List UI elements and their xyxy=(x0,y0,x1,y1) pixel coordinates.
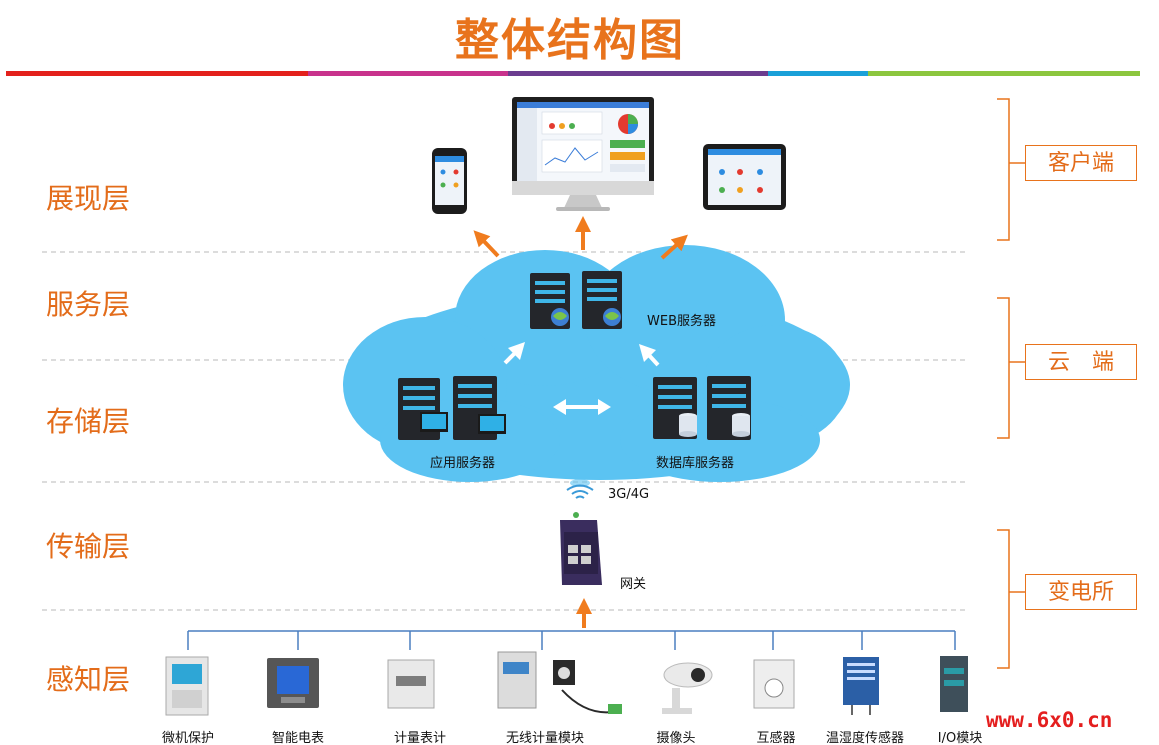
device-bus xyxy=(187,630,956,650)
layer-label-storage: 存储层 xyxy=(46,405,131,438)
device-label: 无线计量模块 xyxy=(505,731,585,745)
group-brackets xyxy=(997,98,1025,669)
device-relay-protection xyxy=(165,656,209,716)
cloud-to-client-arrows xyxy=(473,216,688,260)
group-box-cloud: 云 端 xyxy=(1025,344,1137,380)
web-server-label: WEB服务器 xyxy=(647,314,716,329)
db-server-label: 数据库服务器 xyxy=(656,456,735,471)
device-label: 摄像头 xyxy=(656,731,696,745)
device-label: 温湿度传感器 xyxy=(825,731,905,745)
layer-label-service: 服务层 xyxy=(46,288,131,321)
layer-label-transport: 传输层 xyxy=(46,530,131,563)
layer-label-presentation: 展现层 xyxy=(46,182,131,215)
device-label: 互感器 xyxy=(756,731,796,745)
group-box-client: 客户端 xyxy=(1025,145,1137,181)
device-camera xyxy=(662,662,713,714)
device-label: 智能电表 xyxy=(271,731,325,745)
gateway-label: 网关 xyxy=(620,577,647,592)
device-temp-humidity-sensor xyxy=(843,657,879,715)
device-label: 计量表计 xyxy=(393,731,447,745)
cloud-internal-arrows xyxy=(503,342,660,415)
device-smart-meter xyxy=(267,658,319,708)
header-color-bar xyxy=(6,71,1140,76)
device-label: I/O模块 xyxy=(937,731,983,745)
wifi-icon xyxy=(566,479,594,499)
device-metering-meter xyxy=(387,659,435,709)
app-server-icon xyxy=(398,376,506,440)
network-label: 3G/4G xyxy=(608,487,650,502)
layer-label-perception: 感知层 xyxy=(46,663,131,696)
tablet-device xyxy=(703,144,786,210)
device-label: 微机保护 xyxy=(161,731,215,745)
app-server-label: 应用服务器 xyxy=(430,456,496,471)
device-transformer xyxy=(753,659,795,709)
device-io-module xyxy=(940,656,968,712)
device-wireless-module xyxy=(497,651,622,714)
desktop-monitor xyxy=(512,97,654,211)
phone-device xyxy=(432,148,467,214)
web-server-icon xyxy=(530,271,622,329)
page-title: 整体结构图 xyxy=(455,15,685,66)
watermark: www.6x0.cn xyxy=(986,708,1113,732)
gateway-device xyxy=(560,512,602,585)
group-box-substation: 变电所 xyxy=(1025,574,1137,610)
db-server-icon xyxy=(653,376,751,440)
